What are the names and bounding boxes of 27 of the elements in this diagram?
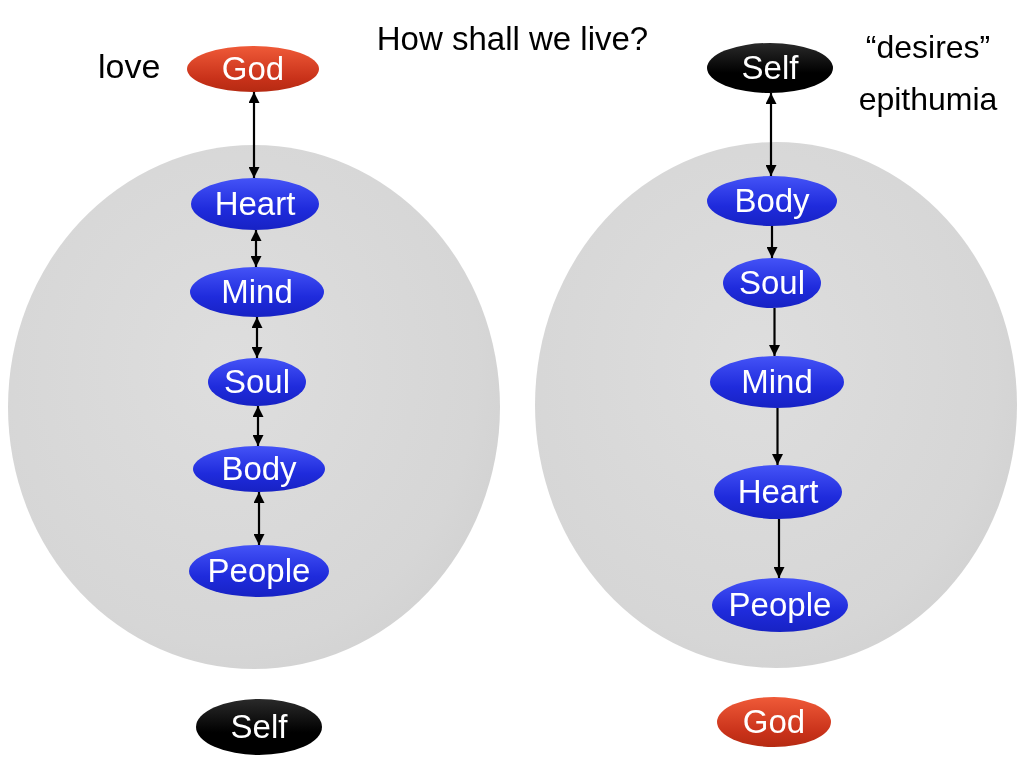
oval-node: Self <box>196 699 322 755</box>
side-note: “desires” epithumia <box>857 28 999 119</box>
oval-node: God <box>187 46 319 92</box>
arrow <box>772 408 783 465</box>
arrow <box>766 226 778 258</box>
side-note: love <box>98 46 162 87</box>
arrow <box>765 93 777 176</box>
oval-node: People <box>189 545 329 597</box>
arrow <box>769 307 780 356</box>
oval-node: Heart <box>714 465 842 519</box>
oval-node: Soul <box>208 358 306 406</box>
oval-node: God <box>717 697 831 747</box>
arrow <box>251 317 263 358</box>
arrow <box>773 519 785 578</box>
arrow <box>252 406 264 446</box>
oval-node: Self <box>707 43 833 93</box>
oval-node: Heart <box>191 178 319 230</box>
oval-node: Soul <box>723 258 821 308</box>
oval-node: People <box>712 578 848 632</box>
oval-node: Body <box>193 446 325 492</box>
oval-node: Mind <box>710 356 844 408</box>
arrow <box>250 230 262 267</box>
oval-node: Body <box>707 176 837 226</box>
arrow <box>248 92 260 178</box>
oval-node: Mind <box>190 267 324 317</box>
title: How shall we live? <box>375 20 650 58</box>
arrow <box>253 492 265 545</box>
